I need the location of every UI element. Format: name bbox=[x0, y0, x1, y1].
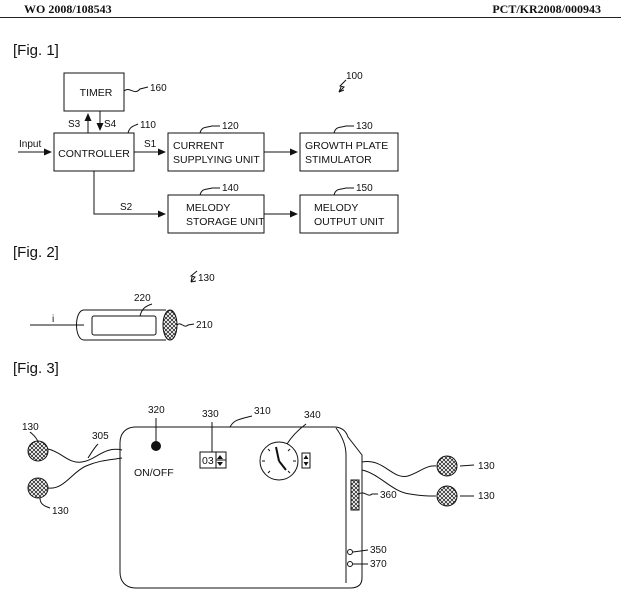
pad-ref-3: 130 bbox=[478, 461, 495, 472]
fig2-diagram bbox=[30, 270, 198, 341]
fig2-ref-end: 210 bbox=[196, 320, 213, 331]
fig2-label: [Fig. 2] bbox=[13, 244, 59, 261]
melody-storage-line2: STORAGE UNIT bbox=[186, 216, 265, 228]
fig3-label: [Fig. 3] bbox=[13, 360, 59, 377]
timer-ref: 160 bbox=[150, 83, 167, 94]
melody-storage-ref: 140 bbox=[222, 183, 239, 194]
current-line2: SUPPLYING UNIT bbox=[173, 154, 260, 166]
patent-number: WO 2008/108543 bbox=[24, 2, 112, 16]
fig2-electrode-end bbox=[162, 309, 178, 341]
melody-storage-line1: MELODY bbox=[186, 202, 230, 214]
speaker-ref: 360 bbox=[380, 490, 397, 501]
clock-leader bbox=[286, 423, 307, 445]
electrode-pad-left-top bbox=[27, 440, 49, 462]
application-number: PCT/KR2008/000943 bbox=[492, 2, 601, 16]
pad-ref-leader-2 bbox=[39, 497, 51, 509]
timer-block bbox=[63, 72, 125, 112]
electrode-pad-right-bottom bbox=[436, 485, 458, 507]
current-line1: CURRENT bbox=[173, 140, 225, 152]
fig1-label: [Fig. 1] bbox=[13, 42, 59, 59]
s4-label: S4 bbox=[104, 119, 117, 130]
clock-face bbox=[259, 441, 299, 481]
system-ref: 100 bbox=[346, 71, 363, 82]
fig1-system-arrowhead bbox=[338, 86, 345, 93]
speaker-grille bbox=[350, 479, 360, 511]
fig2-ref-main: 130 bbox=[198, 273, 215, 284]
counter-value: 03 bbox=[202, 455, 214, 467]
melody-output-line1: MELODY bbox=[314, 202, 358, 214]
pad-ref-4: 130 bbox=[478, 491, 495, 502]
pad-ref-leader-1 bbox=[29, 431, 39, 443]
melody-storage-ref-leader bbox=[199, 187, 220, 196]
clock-ticks bbox=[262, 448, 296, 474]
s1-label: S1 bbox=[144, 139, 157, 150]
fig1-system-leader bbox=[338, 79, 347, 93]
fig1-diagram bbox=[18, 72, 399, 234]
input-label: Input bbox=[19, 139, 41, 150]
jack-b-ref: 370 bbox=[370, 559, 387, 570]
growth-ref-leader bbox=[333, 125, 354, 134]
electrode-pad-right-top bbox=[436, 455, 458, 477]
fig2-cylinder-body bbox=[84, 309, 166, 341]
jack-a-ref: 350 bbox=[370, 545, 387, 556]
current-ref-leader bbox=[199, 125, 220, 134]
switch-ref: 320 bbox=[148, 405, 165, 416]
clock-ref: 340 bbox=[304, 410, 321, 421]
header-rule bbox=[0, 17, 621, 18]
counter-stepper-arrows bbox=[217, 455, 223, 466]
fig2-cylinder-left-cap bbox=[76, 309, 85, 341]
melody-output-ref: 150 bbox=[356, 183, 373, 194]
growth-line2: STIMULATOR bbox=[305, 154, 372, 166]
device-side-edge bbox=[335, 427, 347, 583]
clock-stepper-arrows bbox=[303, 455, 309, 466]
fig2-inner-element bbox=[91, 315, 157, 336]
timer-text: TIMER bbox=[80, 87, 113, 99]
growth-plate-block bbox=[299, 132, 399, 172]
fig3-diagram bbox=[29, 415, 475, 589]
melody-output-line2: OUTPUT UNIT bbox=[314, 216, 385, 228]
fig2-ref-inner: 220 bbox=[134, 293, 151, 304]
right-cable-lower bbox=[361, 469, 437, 497]
fig2-ref-arrowhead bbox=[190, 276, 197, 283]
on-off-label: ON/OFF bbox=[134, 467, 174, 479]
controller-ref: 110 bbox=[140, 120, 156, 131]
left-cable-lower bbox=[47, 457, 123, 489]
fig2-inner-leader bbox=[139, 303, 153, 317]
pad-ref-leader-3 bbox=[459, 464, 475, 467]
right-cable-upper bbox=[361, 461, 437, 477]
fig2-end-leader bbox=[176, 323, 195, 327]
pad-ref-1: 130 bbox=[22, 422, 39, 433]
s2-arrow bbox=[93, 171, 166, 218]
controller-text: CONTROLLER bbox=[58, 148, 130, 160]
clock-stepper bbox=[301, 452, 311, 469]
jack-b bbox=[347, 561, 353, 567]
jack-a-leader bbox=[352, 549, 369, 553]
jack-a bbox=[347, 549, 353, 555]
growth-ref: 130 bbox=[356, 121, 373, 132]
counter-ref: 330 bbox=[202, 409, 219, 420]
left-cable-upper bbox=[47, 448, 123, 463]
controller-ref-leader bbox=[127, 123, 139, 134]
current-ref: 120 bbox=[222, 121, 239, 132]
s3-label: S3 bbox=[68, 119, 81, 130]
device-ref: 310 bbox=[254, 406, 271, 417]
electrode-pad-left-bottom bbox=[27, 477, 49, 499]
growth-line1: GROWTH PLATE bbox=[305, 140, 388, 152]
pad-ref-2: 130 bbox=[52, 506, 69, 517]
cable-ref-leader bbox=[87, 443, 99, 459]
fig2-current-label: i bbox=[52, 314, 54, 325]
timer-ref-leader bbox=[123, 86, 149, 93]
on-off-switch bbox=[151, 441, 161, 451]
s2-label: S2 bbox=[120, 202, 133, 213]
melody-output-ref-leader bbox=[333, 187, 354, 196]
clock-hands bbox=[275, 446, 287, 471]
device-ref-leader bbox=[229, 415, 253, 428]
melody-output-block bbox=[299, 194, 399, 234]
speaker-leader bbox=[358, 492, 378, 496]
device-body bbox=[119, 426, 363, 589]
fig2-ref-leader bbox=[189, 270, 198, 283]
cable-ref: 305 bbox=[92, 431, 109, 442]
